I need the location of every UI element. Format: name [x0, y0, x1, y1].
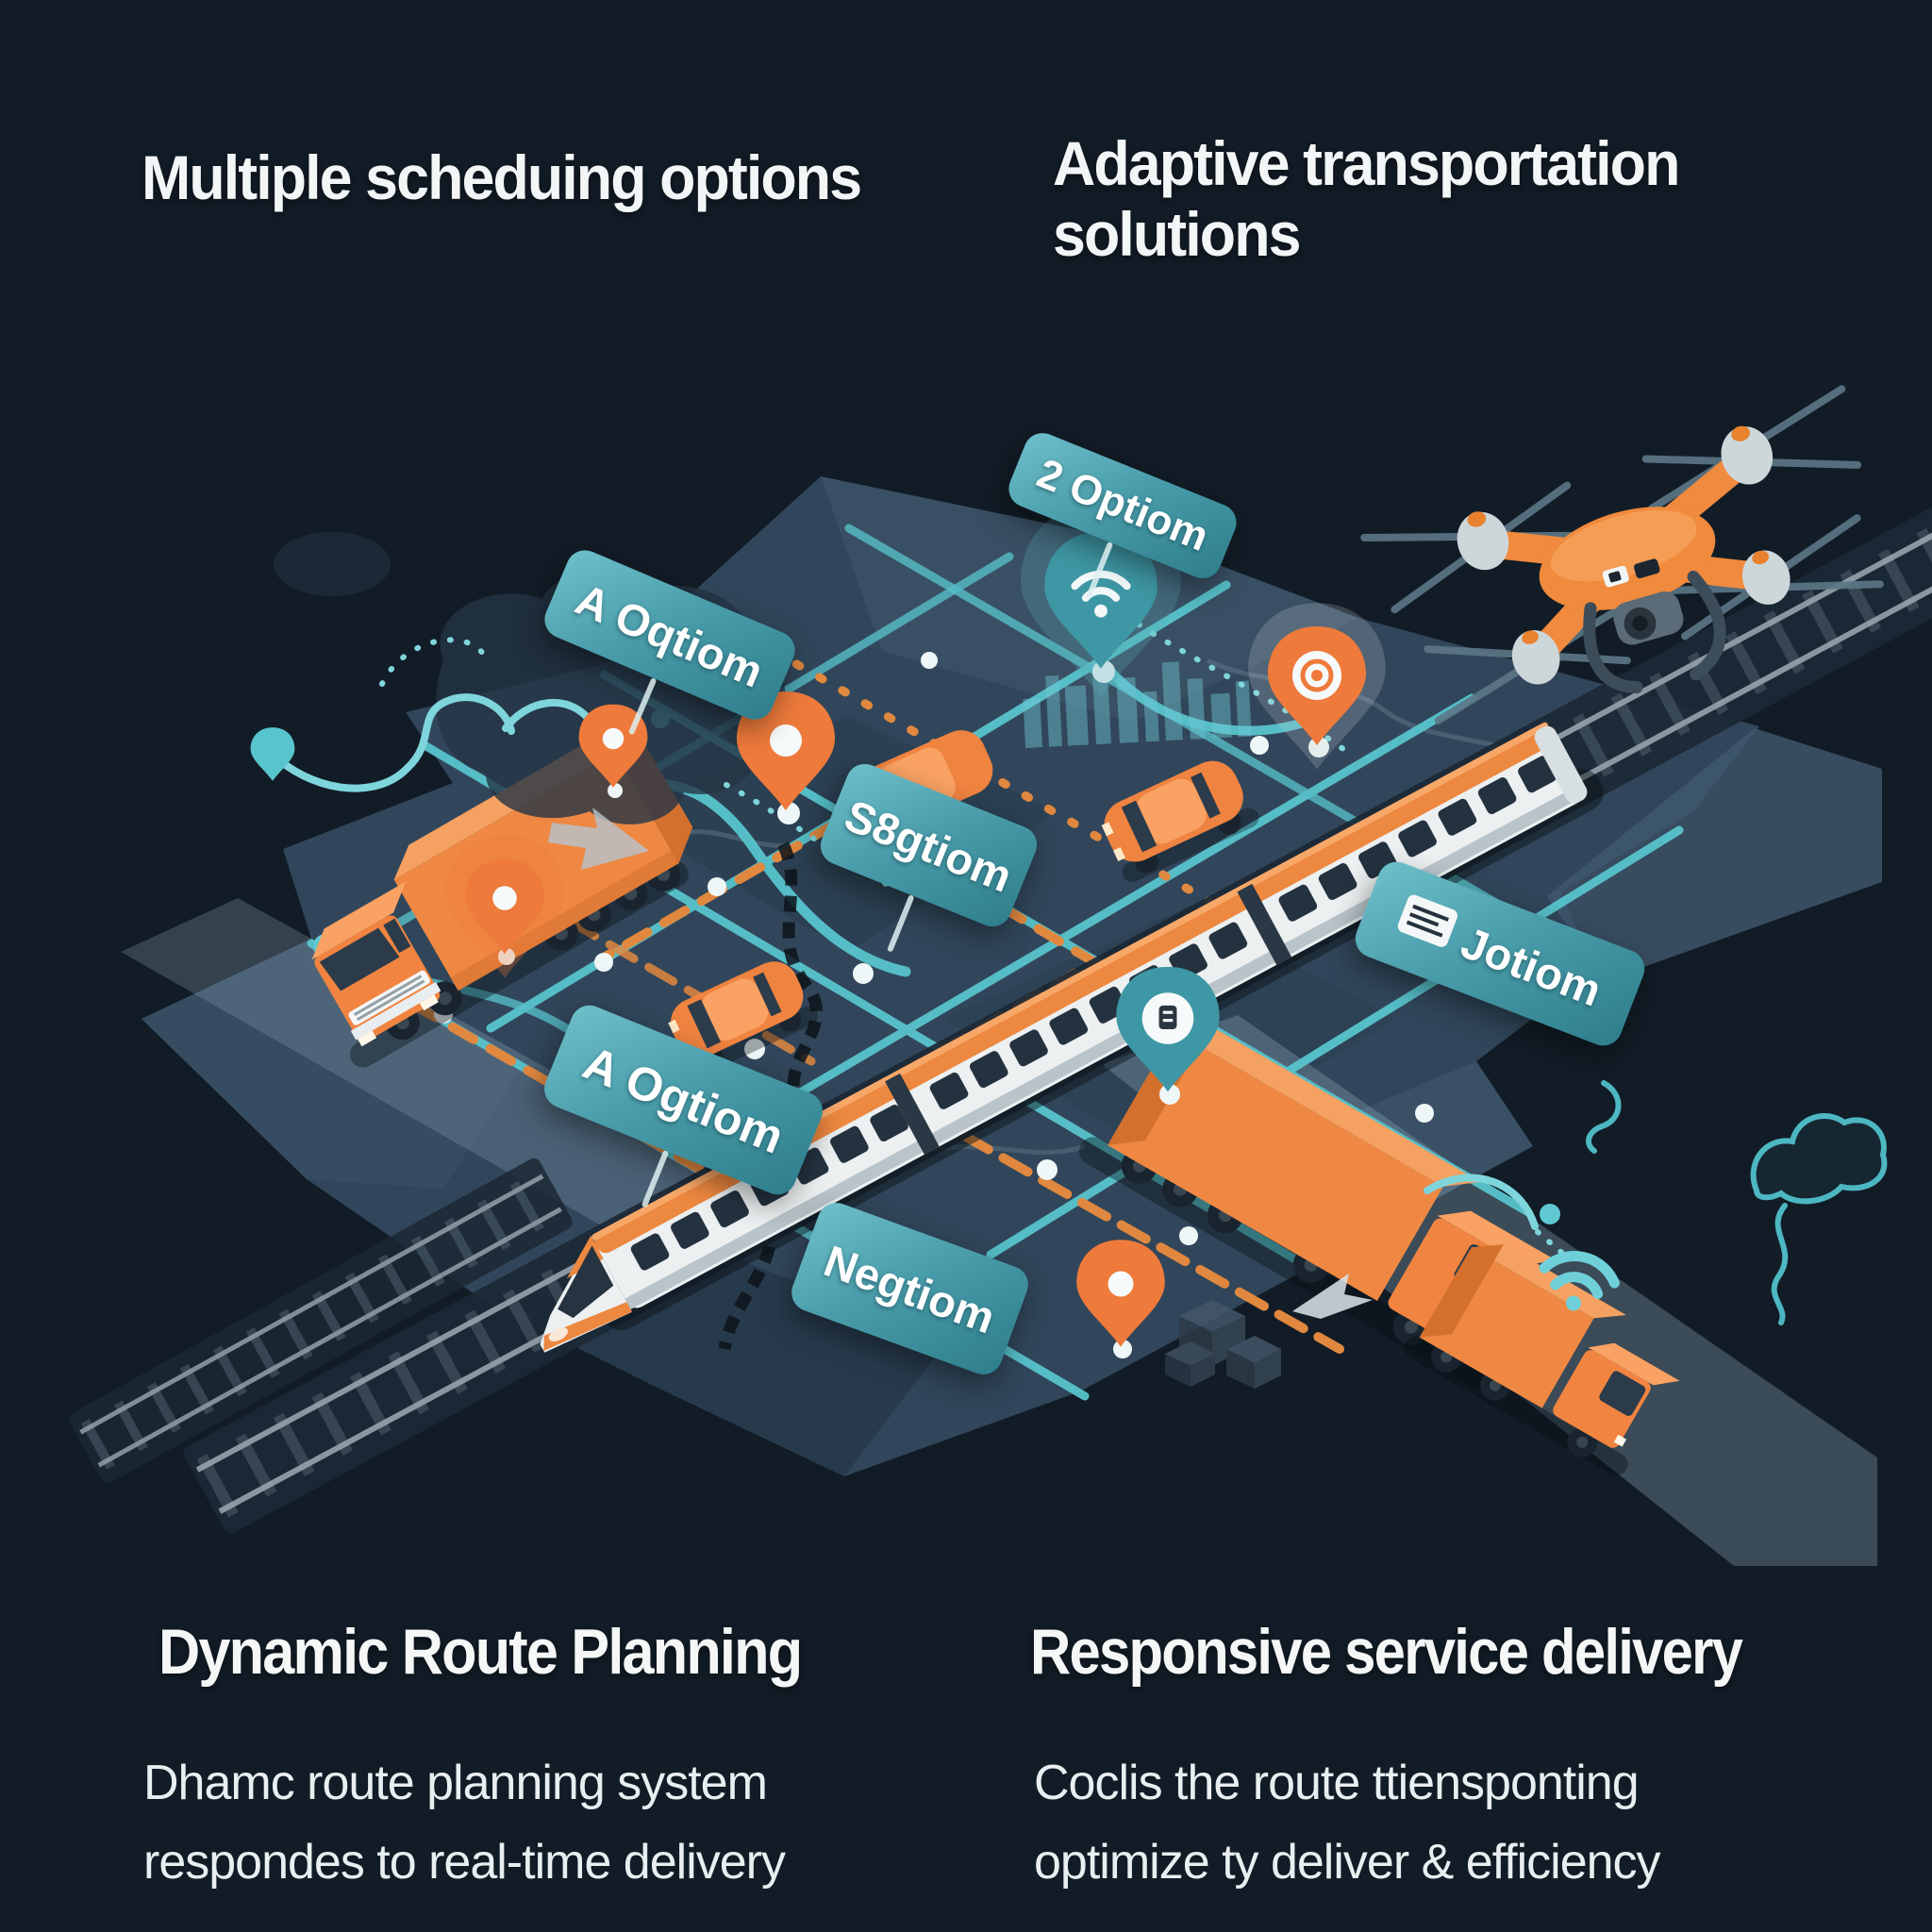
delivery-drone: [1360, 385, 1884, 724]
teal-droplet-pin: [250, 727, 295, 781]
car-upper: [1101, 760, 1259, 883]
secondary-railway: [69, 1158, 573, 1484]
dark-cloud-small: [274, 532, 391, 596]
pin-tip-nodes: [498, 660, 1329, 1358]
location-pin-1: [737, 691, 835, 810]
location-pin-3: [445, 835, 564, 978]
section-body-right-line2: optimize ty deliver & efficiency: [1034, 1835, 1661, 1890]
section-body-left-line1: Dhamc route planning system: [143, 1756, 768, 1810]
skyline-silhouette: [1023, 659, 1252, 748]
target-pin: [1248, 603, 1386, 770]
section-body-right: Coclis the route ttiensponting optimize …: [1034, 1743, 1661, 1902]
section-body-left-line2: respondes to real-time delivery: [143, 1835, 786, 1890]
teal-cloud-tail: [1771, 1203, 1789, 1325]
section-body-left: Dhamc route planning system respondes to…: [143, 1743, 786, 1902]
title-top-left: Multiple scheduing options: [142, 142, 862, 212]
rock-cluster: [1165, 1300, 1281, 1389]
grey-arrow: [548, 808, 649, 870]
section-heading-right: Responsive service delivery: [1030, 1616, 1743, 1688]
map-sign-jotiom: Jotiom: [1349, 856, 1651, 1052]
high-speed-train: [540, 722, 1604, 1353]
white-arrow: [1292, 1274, 1373, 1319]
title-top-right-line2: solutions: [1053, 199, 1301, 270]
box-truck: [1404, 1244, 1680, 1476]
teal-hook: [1586, 1080, 1622, 1154]
bus-pin: [1116, 966, 1220, 1092]
section-body-right-line1: Coclis the route ttiensponting: [1034, 1756, 1640, 1810]
teal-cloud-outline: [1750, 1112, 1888, 1205]
wifi-signal-icon: [1539, 1251, 1620, 1311]
ticket-icon: [1391, 891, 1461, 959]
title-top-right-line1: Adaptive transportation: [1053, 128, 1680, 198]
title-top-right: Adaptive transportation solutions: [1053, 128, 1680, 270]
section-heading-left: Dynamic Route Planning: [158, 1616, 803, 1688]
road-left: [121, 898, 745, 1238]
location-pin-4: [1076, 1240, 1165, 1347]
